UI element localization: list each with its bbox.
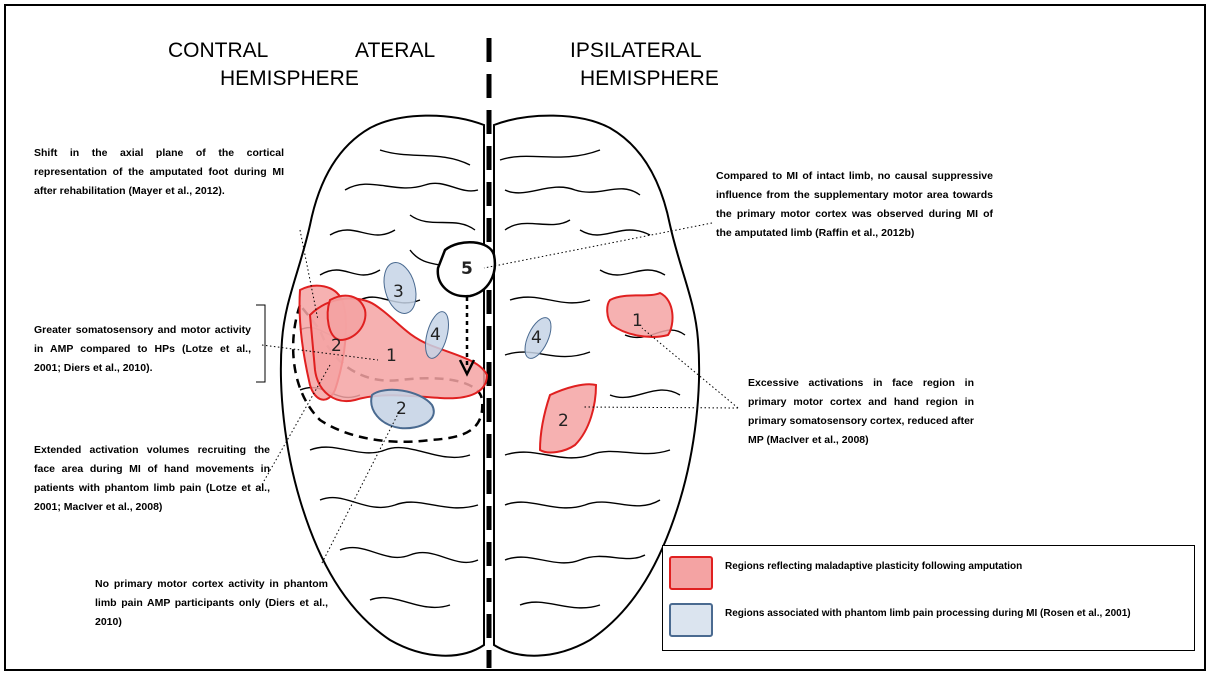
ipsi-label-2: 2	[558, 411, 569, 431]
annotation-no-primary-motor: No primary motor cortex activity in phan…	[95, 575, 328, 632]
ipsi-label-4: 4	[531, 328, 542, 348]
legend-label-phantom: Regions associated with phantom limb pai…	[725, 605, 1186, 622]
annotation-excessive-activations: Excessive activations in face region in …	[748, 374, 974, 450]
contra-label-3: 3	[393, 282, 404, 302]
contra-label-4: 4	[430, 325, 441, 345]
legend-swatch-phantom	[669, 603, 713, 637]
legend-swatch-maladaptive	[669, 556, 713, 590]
annotation-bracket	[256, 305, 265, 382]
contra-label-2-red: 2	[331, 336, 342, 356]
contra-label-2-blue: 2	[396, 399, 407, 419]
annotation-compared-to-mi: Compared to MI of intact limb, no causal…	[716, 167, 993, 243]
annotation-greater-somatosensory: Greater somatosensory and motor activity…	[34, 321, 251, 378]
contra-label-5: 5	[461, 259, 473, 279]
legend-row-maladaptive: Regions reflecting maladaptive plasticit…	[663, 552, 1194, 592]
annotation-shift-axial: Shift in the axial plane of the cortical…	[34, 144, 284, 201]
ipsi-label-1: 1	[632, 311, 643, 331]
legend-row-phantom: Regions associated with phantom limb pai…	[663, 601, 1194, 645]
contra-label-1: 1	[386, 346, 397, 366]
legend: Regions reflecting maladaptive plasticit…	[662, 545, 1195, 651]
legend-label-maladaptive: Regions reflecting maladaptive plasticit…	[725, 558, 1074, 575]
annotation-extended-activation: Extended activation volumes recruiting t…	[34, 441, 270, 517]
